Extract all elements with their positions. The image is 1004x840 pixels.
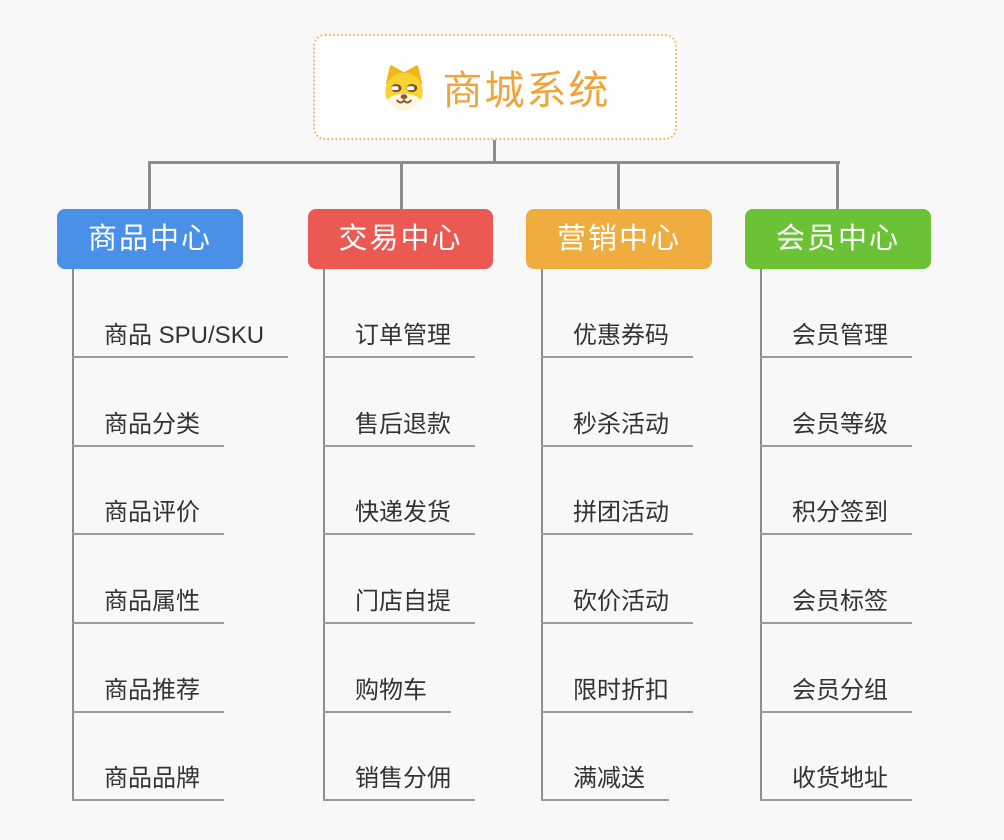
leaf-node[interactable]: 购物车 <box>323 676 451 713</box>
branch-marketing-center: 营销中心 优惠券码 秒杀活动 拼团活动 砍价活动 限时折扣 满减送 <box>526 209 712 801</box>
leaf-node[interactable]: 售后退款 <box>323 410 475 447</box>
leaf-node[interactable]: 限时折扣 <box>541 676 693 713</box>
leaf-node[interactable]: 会员管理 <box>760 321 912 358</box>
leaf-node[interactable]: 会员分组 <box>760 676 912 713</box>
branch-trade-center: 交易中心 订单管理 售后退款 快递发货 门店自提 购物车 销售分佣 <box>308 209 493 801</box>
root-node[interactable]: 商城系统 <box>313 34 677 140</box>
branch-header-marketing-center[interactable]: 营销中心 <box>526 209 712 269</box>
connector-stub-product <box>148 161 151 209</box>
branch-member-center: 会员中心 会员管理 会员等级 积分签到 会员标签 会员分组 收货地址 <box>745 209 931 801</box>
leaf-node[interactable]: 商品属性 <box>72 587 224 624</box>
branch-header-member-center[interactable]: 会员中心 <box>745 209 931 269</box>
branch-header-product-center[interactable]: 商品中心 <box>57 209 243 269</box>
connector-stub-marketing <box>617 161 620 209</box>
leaf-node[interactable]: 拼团活动 <box>541 498 693 535</box>
leaf-node[interactable]: 满减送 <box>541 764 669 801</box>
connector-stub-trade <box>400 161 403 209</box>
root-title: 商城系统 <box>442 69 611 113</box>
leaf-node[interactable]: 商品分类 <box>72 410 224 447</box>
leaf-node[interactable]: 积分签到 <box>760 498 912 535</box>
leaf-node[interactable]: 商品推荐 <box>72 676 224 713</box>
connector-root-stem <box>493 139 496 164</box>
connector-bus-line <box>149 161 840 164</box>
leaf-node[interactable]: 商品评价 <box>72 498 224 535</box>
dog-face-icon <box>384 65 423 111</box>
leaf-node[interactable]: 订单管理 <box>323 321 475 358</box>
leaf-node[interactable]: 会员等级 <box>760 410 912 447</box>
leaf-node[interactable]: 秒杀活动 <box>541 410 693 447</box>
leaf-node[interactable]: 销售分佣 <box>323 764 475 801</box>
leaf-node[interactable]: 砍价活动 <box>541 587 693 624</box>
leaf-node[interactable]: 快递发货 <box>323 498 475 535</box>
leaf-node[interactable]: 优惠券码 <box>541 321 693 358</box>
leaf-node[interactable]: 门店自提 <box>323 587 475 624</box>
leaf-node[interactable]: 商品 SPU/SKU <box>72 321 289 358</box>
branch-product-center: 商品中心 商品 SPU/SKU 商品分类 商品评价 商品属性 商品推荐 商品品牌 <box>57 209 289 801</box>
branch-header-trade-center[interactable]: 交易中心 <box>308 209 493 269</box>
leaf-node[interactable]: 收货地址 <box>760 764 912 801</box>
connector-stub-member <box>836 161 839 209</box>
leaf-node[interactable]: 商品品牌 <box>72 764 224 801</box>
leaf-node[interactable]: 会员标签 <box>760 587 912 624</box>
